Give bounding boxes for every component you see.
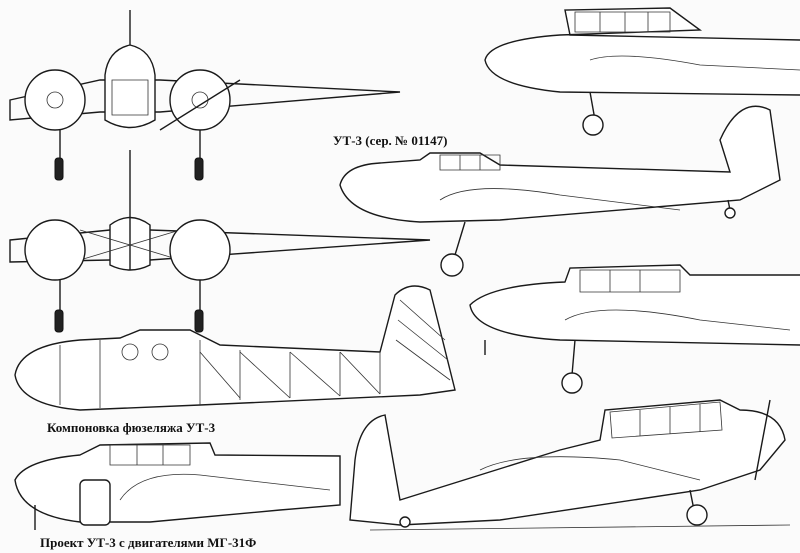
- side-view-third: [469, 264, 800, 394]
- fuselage-layout-view: [14, 285, 456, 411]
- label-project-mg31f: Проект УТ-3 с двигателями МГ-31Ф: [40, 535, 256, 550]
- side-view-serial: [339, 105, 781, 277]
- side-view-project-mg31f: [14, 442, 341, 530]
- label-fuselage-layout: Компоновка фюзеляжа УТ-3: [47, 420, 216, 435]
- side-view-nose-top: [484, 7, 800, 136]
- front-view: [9, 10, 401, 181]
- label-serial-variant: УТ-3 (сер. № 01147): [333, 133, 447, 148]
- side-view-bottom-right: [349, 399, 791, 531]
- rear-view: [9, 150, 431, 333]
